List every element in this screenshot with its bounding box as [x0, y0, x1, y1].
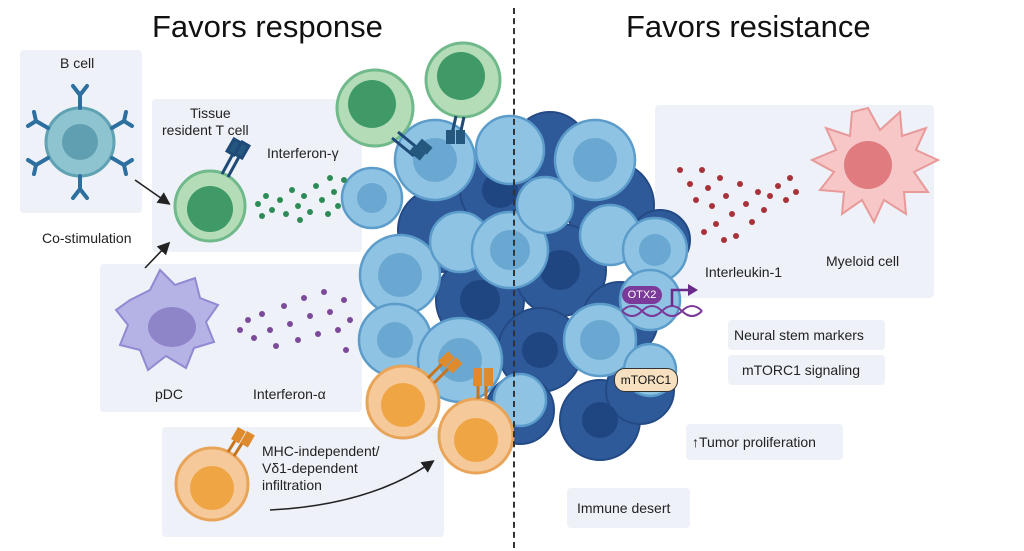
tumor-proliferation-label: ↑Tumor proliferation [692, 434, 816, 450]
otx2-dna [621, 284, 703, 317]
pdc-to-t-cell-arrow [144, 241, 171, 269]
b-cell-label: B cell [60, 55, 95, 71]
tissue-resident-t-cell [173, 136, 252, 243]
immune-desert-box [567, 488, 690, 528]
otx2-badge: OTX2 [622, 286, 662, 304]
myeloid-cell [809, 106, 941, 225]
pdc-cell [114, 268, 220, 372]
myeloid-cell-label: Myeloid cell [826, 253, 900, 269]
green-t-cell-top [335, 68, 433, 161]
pdc-label: pDC [155, 386, 184, 402]
infiltration-arrow [269, 460, 435, 511]
b-cell-to-t-cell-arrow [134, 179, 171, 205]
section-divider [513, 8, 515, 548]
trm-label-line2: resident T cell [162, 122, 249, 138]
mhc-label-line3: infiltration [262, 477, 322, 493]
green-t-cell-right [424, 41, 502, 144]
interleukin-1-label: Interleukin-1 [705, 264, 783, 280]
favors-response-heading: Favors response [152, 9, 383, 44]
neural-stem-box [728, 320, 885, 350]
interferon-alpha-dots [237, 289, 353, 353]
tumor-proliferation-box [686, 424, 843, 460]
immune-desert-label: Immune desert [577, 500, 671, 516]
favors-resistance-heading: Favors resistance [626, 9, 871, 44]
b-cell [26, 84, 134, 200]
mhc-label-line2: Vδ1-dependent [262, 460, 358, 476]
mtorc1-signaling-label: mTORC1 signaling [742, 362, 861, 378]
gd-t-cell-left [365, 351, 463, 440]
interferon-alpha-label: Interferon-α [253, 386, 326, 402]
interferon-gamma-label: Interferon-γ [267, 145, 339, 161]
neural-stem-markers-label: Neural stem markers [734, 327, 864, 343]
trm-label-line1: Tissue [190, 105, 231, 121]
tumor-mass [340, 111, 691, 461]
interferon-gamma-dots [255, 175, 347, 223]
mtorc1-signaling-box [728, 355, 885, 385]
interleukin-1-dots [677, 167, 799, 243]
mhc-label-line1: MHC-independent/ [262, 443, 380, 459]
gd-t-cell-infiltrating [174, 426, 255, 522]
mtorc1-badge: mTORC1 [614, 368, 678, 392]
co-stimulation-label: Co-stimulation [42, 230, 132, 246]
